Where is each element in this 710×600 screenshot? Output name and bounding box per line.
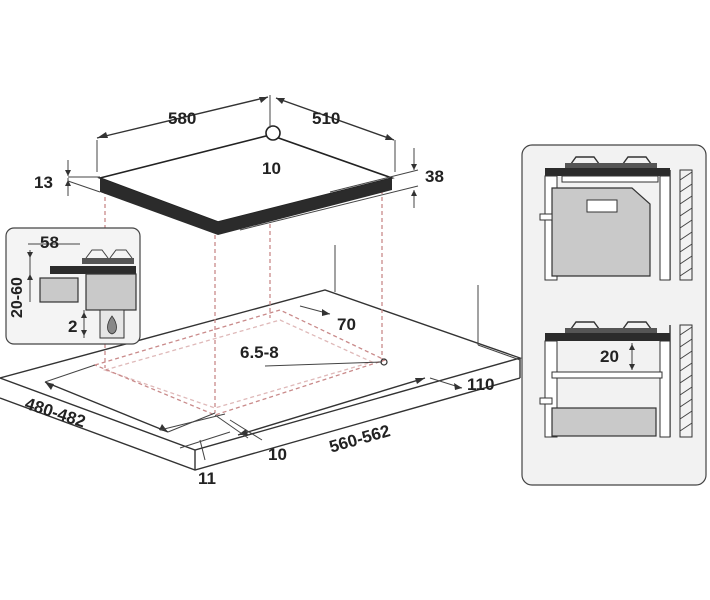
dim-height-38: [239, 148, 419, 231]
countertop: [0, 245, 523, 471]
inset-detail-panel: [5, 227, 141, 345]
dim-front-11: [159, 413, 231, 461]
dim-thickness-13: [65, 160, 101, 196]
dim-lines-top: [96, 95, 396, 172]
dim-cut-depth-label: 480-482: [23, 394, 88, 431]
burner-icon: [82, 249, 134, 264]
dim-cut-width-label: 560-562: [327, 421, 392, 456]
center-marker-icon: [265, 125, 281, 141]
dim-back-110: [429, 344, 521, 390]
dim-front-label: 11: [198, 469, 216, 488]
dim-center-label: 10: [262, 159, 281, 178]
inset-58-label: 58: [40, 233, 59, 252]
dim-thickness-label: 13: [34, 173, 53, 192]
cutout-outline: [93, 190, 388, 416]
dim-edge-label: 10: [268, 445, 287, 464]
dim-cut-70-label: 70: [337, 315, 356, 334]
inset-gap-label: 20-60: [9, 277, 26, 318]
dim-cut-width: [237, 377, 426, 436]
hob-over-oven-scene: [539, 156, 693, 281]
inset-gas-label: 2: [68, 317, 77, 336]
dim-back-label: 110: [467, 375, 494, 394]
hob-over-drawer-scene: [539, 321, 693, 438]
hob-top: [97, 125, 395, 235]
shelf-gap-label: 20: [600, 347, 619, 366]
gas-flame-icon: [107, 315, 117, 335]
dim-height-label: 38: [425, 167, 444, 186]
dim-width-label: 580: [168, 109, 196, 128]
installation-side-panel: [521, 144, 707, 486]
dim-depth-label: 510: [312, 109, 340, 128]
dim-radius-label: 6.5-8: [240, 343, 279, 362]
